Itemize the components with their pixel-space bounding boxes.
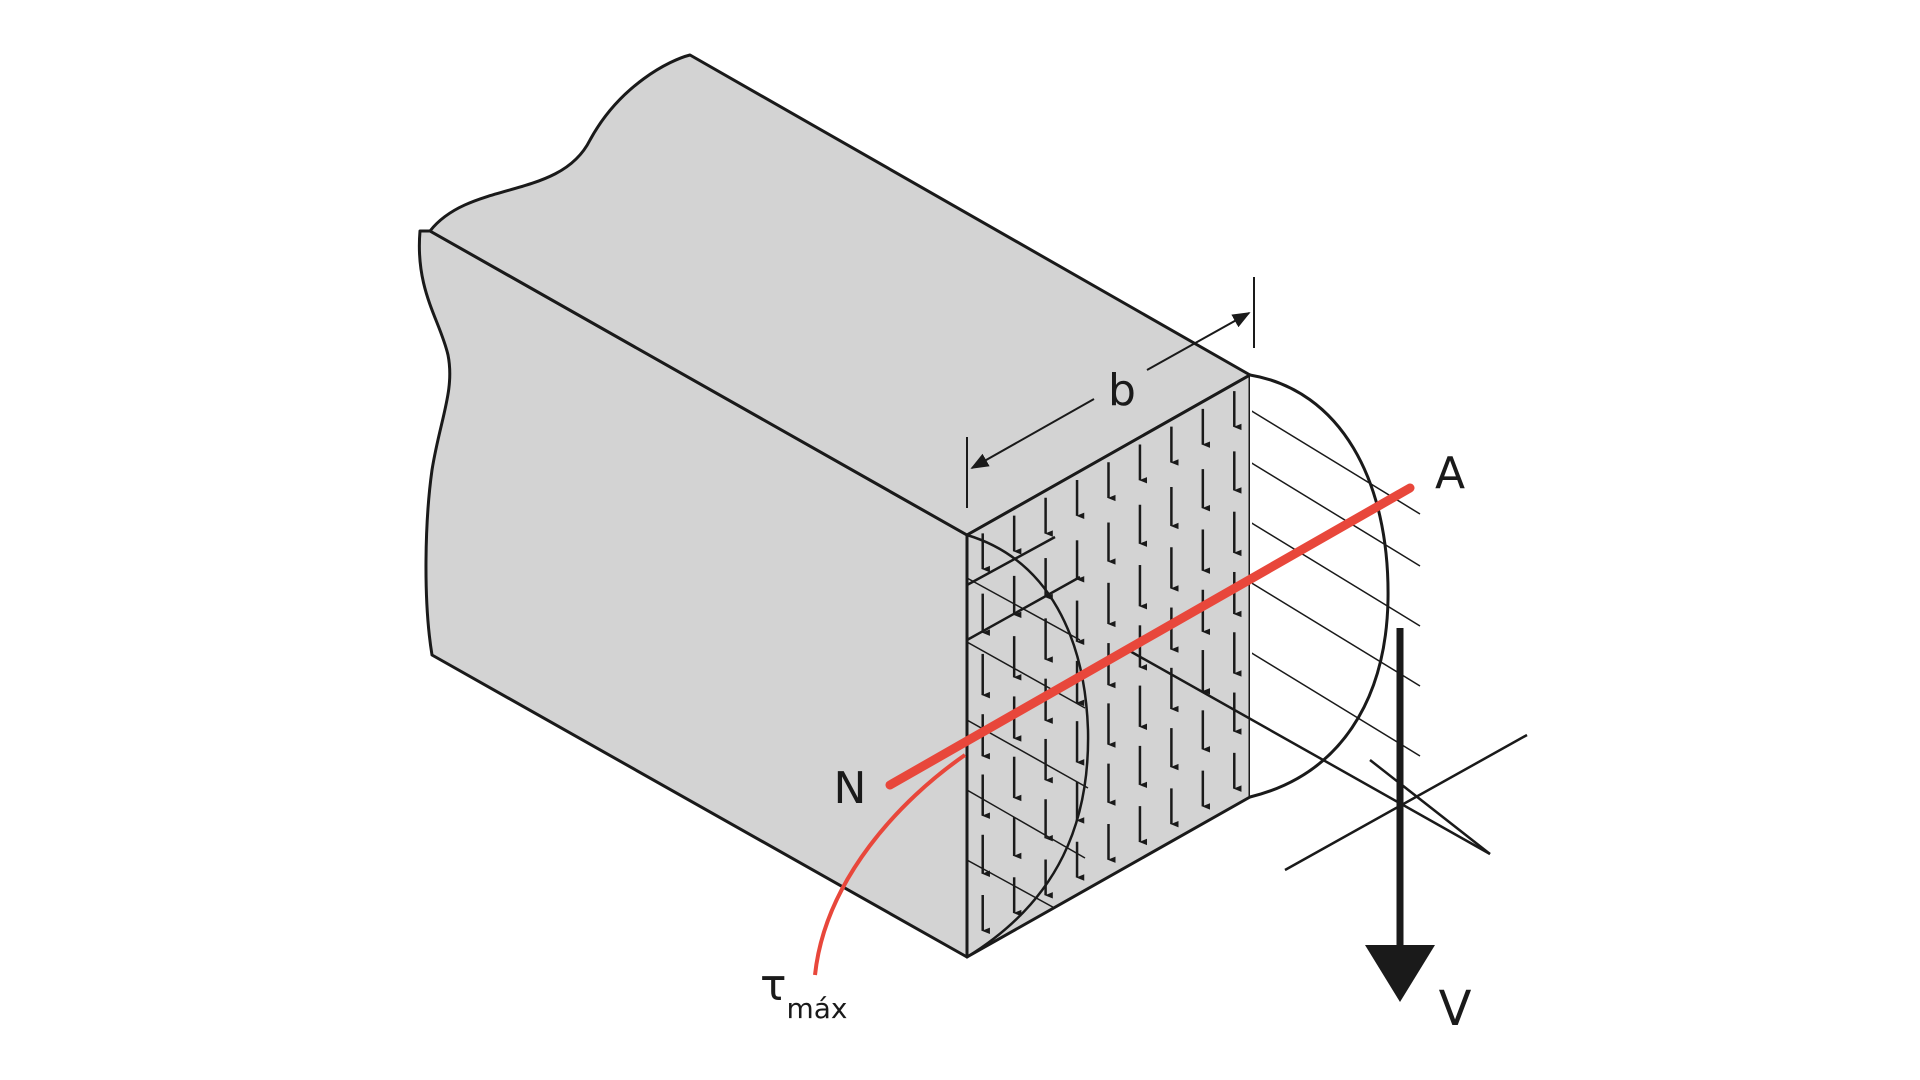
shear-distribution-right: [1249, 373, 1421, 799]
max-shear-label: τmáx: [760, 960, 848, 1025]
beam-body: [417, 53, 1252, 959]
dimension-line-left: [970, 398, 1095, 469]
centroid-axes: [1127, 648, 1528, 872]
horizontal-axis-b: [1369, 759, 1491, 855]
max-shear-leader: [813, 753, 967, 976]
neutral-axis-line: [885, 483, 1415, 790]
shear-parabola-right: [1249, 373, 1390, 799]
longitudinal-axis: [1127, 648, 1491, 856]
width-label: b: [1108, 365, 1136, 416]
shear-force-arrow: [1365, 628, 1435, 1002]
neutral-axis-label-a: A: [1435, 448, 1465, 499]
shear-force-label: V: [1439, 981, 1472, 1037]
max-shear-subscript: máx: [787, 992, 848, 1025]
width-dimension: [966, 277, 1255, 508]
horizontal-axis-a: [1284, 733, 1528, 872]
beam-left-face: [417, 229, 969, 959]
dimension-line-right: [1146, 312, 1251, 371]
beam-top-face: [428, 53, 1252, 537]
neutral-axis-label-n: N: [834, 763, 867, 814]
shear-parabola-left: [966, 533, 1090, 959]
max-shear-symbol: τ: [760, 960, 787, 1011]
